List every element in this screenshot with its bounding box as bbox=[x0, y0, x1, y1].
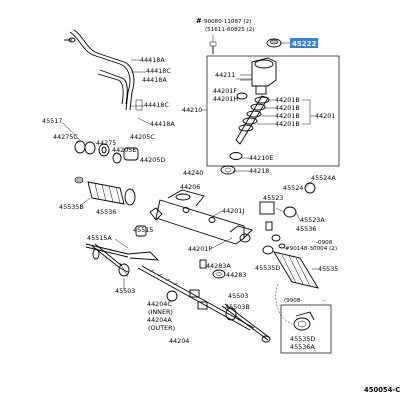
part-label-45524: 45524 bbox=[283, 184, 303, 192]
pinion-end-seal-set bbox=[74, 140, 139, 164]
note-range-9908: (9908- bbox=[284, 298, 302, 304]
right-tie-rod bbox=[221, 303, 271, 343]
left-tie-rod bbox=[85, 225, 160, 261]
part-label-44205C: 44205C bbox=[130, 133, 155, 141]
diagram-code: 450054-C bbox=[364, 386, 400, 394]
part-label-44204A: 44204A bbox=[147, 316, 172, 324]
part-label-44201F: 44201F bbox=[213, 87, 237, 95]
part-label-44201P: 44201P bbox=[188, 245, 212, 253]
part-label-45535D-b: 45535D bbox=[290, 335, 315, 343]
part-label-45222[interactable]: 45222 bbox=[292, 40, 316, 48]
part-label-inner: (INNER) bbox=[148, 308, 173, 316]
note-part-90148-30004: #90148-30004 (2) bbox=[285, 246, 337, 252]
o-ring bbox=[236, 92, 248, 100]
part-label-44210: 44210 bbox=[182, 106, 202, 114]
right-bellows-boot bbox=[262, 245, 319, 289]
part-label-45515A: 45515A bbox=[87, 234, 112, 242]
part-label-45535D: 45535D bbox=[255, 264, 280, 272]
part-label-44218: 44218 bbox=[249, 167, 269, 175]
part-label-44418A-c: 44418A bbox=[150, 120, 175, 128]
part-label-44283: 44283 bbox=[226, 271, 246, 279]
part-45222-highlight[interactable]: 45222 bbox=[290, 38, 318, 48]
part-label-44418A-b: 44418A bbox=[142, 76, 167, 84]
note-range-0908: -0908 bbox=[316, 240, 333, 246]
part-label-outer: (OUTER) bbox=[148, 324, 175, 332]
note-part-51611-60825: (51611-60825 (2) bbox=[205, 27, 255, 33]
part-label-45536A: 45536A bbox=[290, 343, 315, 351]
part-label-44206: 44206 bbox=[180, 183, 200, 191]
left-bellows-boot bbox=[74, 176, 136, 206]
part-label-44201B-4: 44201B bbox=[275, 120, 300, 128]
part-label-45524A: 45524A bbox=[311, 174, 336, 182]
part-label-44205D: 44205D bbox=[140, 156, 165, 164]
part-label-44418C-a: 44418C bbox=[146, 67, 171, 75]
part-label-45503B: 45503B bbox=[225, 303, 250, 311]
valve-shaft-with-seal-rings bbox=[235, 95, 275, 145]
part-label-44275C: 44275C bbox=[53, 133, 78, 141]
bolt-icon bbox=[209, 41, 217, 54]
control-valve-housing bbox=[240, 57, 277, 95]
fluid-tube-lines bbox=[64, 29, 135, 111]
part-label-44201H: 44201H bbox=[213, 95, 238, 103]
part-label-45523A: 45523A bbox=[300, 216, 325, 224]
rack-housing bbox=[149, 189, 253, 245]
part-label-44283A: 44283A bbox=[206, 262, 231, 270]
part-label-44201J: 44201J bbox=[222, 207, 244, 215]
part-label-44240: 44240 bbox=[183, 169, 203, 177]
gasket-44218 bbox=[220, 165, 236, 175]
part-label-45515-a: 45515 bbox=[133, 226, 153, 234]
part-label-45535: 45535 bbox=[318, 265, 338, 273]
part-label-44418A: 44418A bbox=[140, 56, 165, 64]
valve-assembly-box bbox=[206, 55, 340, 167]
part-label-44210E: 44210E bbox=[249, 154, 273, 162]
range-leader bbox=[275, 283, 293, 325]
part-label-44275: 44275 bbox=[96, 139, 116, 147]
seal-44210E bbox=[229, 152, 243, 160]
part-label-45517: 45517 bbox=[42, 117, 62, 125]
part-label-45503-b: 45503 bbox=[228, 292, 248, 300]
part-label-44201B-2: 44201B bbox=[275, 104, 300, 112]
rack-guide-set bbox=[166, 289, 208, 310]
part-label-44204: 44204 bbox=[169, 337, 189, 345]
cap-seal-icon bbox=[266, 38, 282, 48]
part-label-45535B: 45535B bbox=[59, 203, 84, 211]
note-range-dash: - bbox=[323, 298, 325, 304]
part-label-44211: 44211 bbox=[215, 71, 235, 79]
part-label-44201: 44201 bbox=[315, 112, 335, 120]
inset-box-9908 bbox=[280, 304, 332, 354]
note-part-90080-11087: 90080-11087 (2) bbox=[204, 19, 251, 25]
part-label-45523: 45523 bbox=[263, 194, 283, 202]
part-label-45536: 45536 bbox=[96, 208, 116, 216]
hash-mark: # bbox=[196, 17, 202, 25]
left-tie-rod-end bbox=[91, 243, 130, 278]
inset-boot-clamp bbox=[293, 311, 315, 331]
part-label-44204C: 44204C bbox=[147, 300, 172, 308]
part-label-44418C-b: 44418C bbox=[144, 101, 169, 109]
rack-bushing-set bbox=[199, 259, 226, 279]
part-label-44201B-1: 44201B bbox=[275, 96, 300, 104]
part-label-45503: 45503 bbox=[115, 287, 135, 295]
part-label-45536-b: 45536 bbox=[296, 225, 316, 233]
part-label-44201B-3: 44201B bbox=[275, 112, 300, 120]
